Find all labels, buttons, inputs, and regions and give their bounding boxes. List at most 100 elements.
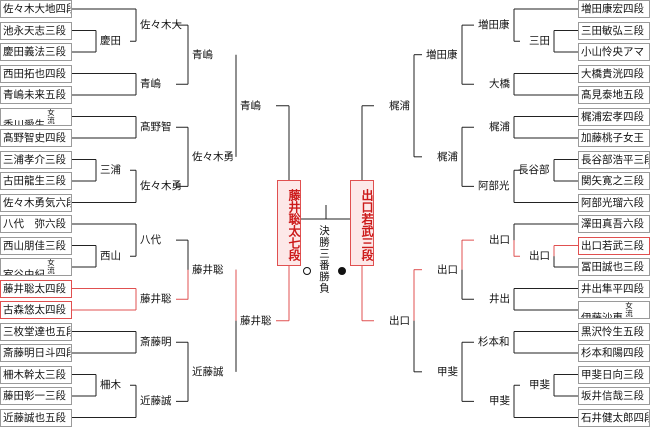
- left-player-entry: 池永天志三段: [0, 21, 72, 40]
- left-r1-winner: 西山: [100, 250, 121, 263]
- left-player-entry: 柵木幹太三段: [0, 365, 72, 384]
- player-name: 慶田義法三段: [3, 46, 66, 58]
- left-player-entry: 西山朋佳三段: [0, 236, 72, 255]
- left-r2-winner: 佐々木大: [140, 19, 182, 32]
- right-r3-winner: 甲斐: [437, 365, 458, 378]
- player-name: 三田敏弘三段: [581, 24, 644, 37]
- left-player-entry: 髙野智史四段: [0, 129, 72, 147]
- right-player-entry: 大橋貴洸四段: [578, 64, 650, 83]
- left-r3-winner: 佐々木勇: [192, 150, 234, 163]
- right-r1-winner: 出口: [529, 250, 550, 263]
- player-name: 室谷由紀: [3, 269, 45, 276]
- left-r2-winner: 佐々木勇: [140, 180, 182, 193]
- right-player-entry: 小山怜央アマ: [578, 43, 650, 61]
- left-player-entry: 近藤誠也五段: [0, 408, 72, 427]
- right-player-entry: 長谷部浩平三段: [578, 150, 650, 169]
- right-r1-winner: 長谷部: [518, 164, 550, 177]
- left-r2-winner: 八代: [140, 234, 161, 247]
- left-r2-winner: 近藤誠: [140, 395, 172, 408]
- right-player-entry: 甲斐日向三段: [578, 365, 650, 384]
- right-player-entry: 阿部光瑠六段: [578, 193, 650, 212]
- right-r2-winner: 甲斐: [489, 395, 510, 408]
- right-r2-winner: 増田康: [478, 19, 510, 32]
- right-player-entry: 髙見泰地五段: [578, 86, 650, 104]
- right-r2-winner: 阿部光: [478, 180, 510, 193]
- left-finalist-loss-marker: [303, 267, 311, 275]
- player-name: 池永天志三段: [3, 24, 66, 37]
- left-player-entry: 青嶋未来五段: [0, 86, 72, 104]
- right-player-entry: 関矢寛之三段: [578, 172, 650, 190]
- player-name: 古田龍生三段: [3, 175, 66, 187]
- final-match-label: 決勝三番勝負: [318, 225, 330, 294]
- left-r1-winner: 柵木: [100, 379, 121, 392]
- player-name: 大橋貴洸四段: [581, 67, 644, 80]
- player-name: 近藤誠也五段: [3, 411, 66, 424]
- left-player-entry: 慶田義法三段: [0, 43, 72, 61]
- player-name: 古森悠太四段: [3, 304, 66, 316]
- left-r3-winner: 青嶋: [192, 48, 213, 61]
- player-name: 梶浦宏孝四段: [581, 110, 644, 123]
- player-title-tag: 女流三段: [47, 107, 55, 125]
- player-name: 西田拓也四段: [3, 67, 66, 80]
- left-player-entry: 古森悠太四段: [0, 301, 72, 319]
- right-r2-winner: 出口: [489, 234, 510, 247]
- right-r4-winner: 梶浦: [389, 99, 410, 112]
- left-player-entry: 藤田彰一三段: [0, 387, 72, 405]
- player-name: 佐々木大地四段: [3, 3, 72, 15]
- left-r4-winner: 藤井聡: [240, 314, 272, 327]
- player-name: 石井健太郎四段: [581, 411, 650, 424]
- player-name: 杉本和陽四段: [581, 347, 644, 359]
- left-r2-winner: 藤井聡: [140, 293, 172, 306]
- left-player-entry: 斎藤明日斗四段: [0, 344, 72, 362]
- right-player-entry: 井出隼平四段: [578, 279, 650, 298]
- player-name: 髙野智史四段: [3, 132, 66, 144]
- right-r4-winner: 出口: [389, 314, 410, 327]
- player-name: 冨田誠也三段: [581, 261, 644, 273]
- right-player-entry: 三田敏弘三段: [578, 21, 650, 40]
- right-player-entry: 加藤桃子女王: [578, 129, 650, 147]
- left-r3-winner: 藤井聡: [192, 263, 224, 276]
- left-player-entry: 三浦孝介三段: [0, 150, 72, 169]
- left-r2-winner: 青嶋: [140, 78, 161, 91]
- right-r3-winner: 増田康: [426, 48, 458, 61]
- left-player-entry: 佐々木大地四段: [0, 0, 72, 18]
- player-name: 柵木幹太三段: [3, 368, 66, 381]
- player-name: 香川愛生: [3, 118, 45, 126]
- left-r4-winner: 青嶋: [240, 99, 261, 112]
- player-name: 斎藤明日斗四段: [3, 347, 72, 359]
- right-r3-winner: 梶浦: [437, 150, 458, 163]
- right-player-entry: 梶浦宏孝四段: [578, 107, 650, 126]
- player-name: 阿部光瑠六段: [581, 196, 644, 209]
- player-name: 増田康宏四段: [581, 3, 644, 15]
- player-name: 三浦孝介三段: [3, 153, 66, 166]
- player-name: 八代 弥六段: [3, 218, 66, 230]
- left-r1-winner: 三浦: [100, 164, 121, 177]
- player-name: 長谷部浩平三段: [581, 153, 650, 166]
- left-r1-winner: 慶田: [100, 35, 121, 48]
- right-r1-winner: 甲斐: [529, 379, 550, 392]
- right-player-entry: 伊藤沙恵女流二段: [578, 301, 650, 319]
- left-player-entry: 室谷由紀女流三段: [0, 258, 72, 276]
- left-player-entry: 西田拓也四段: [0, 64, 72, 83]
- player-name: 黒沢怜生五段: [581, 325, 644, 338]
- player-name: 関矢寛之三段: [581, 175, 644, 187]
- right-player-entry: 黒沢怜生五段: [578, 322, 650, 341]
- left-r2-winner: 斎藤明: [140, 336, 172, 349]
- right-r2-winner: 井出: [489, 293, 510, 306]
- player-name: 坂井信哉三段: [581, 390, 644, 402]
- player-title-tag: 女流三段: [47, 258, 55, 275]
- right-player-entry: 坂井信哉三段: [578, 387, 650, 405]
- right-r2-winner: 杉本和: [478, 336, 510, 349]
- left-player-entry: 香川愛生女流三段: [0, 107, 72, 126]
- right-player-entry: 出口若武三段: [578, 236, 650, 255]
- player-name: 三枚堂達也五段: [3, 325, 72, 338]
- right-player-entry: 杉本和陽四段: [578, 344, 650, 362]
- left-player-entry: 古田龍生三段: [0, 172, 72, 190]
- player-name: 甲斐日向三段: [581, 368, 644, 381]
- right-r1-winner: 三田: [529, 35, 550, 48]
- right-finalist-box: 出口若武三段: [350, 180, 374, 266]
- player-name: 西山朋佳三段: [3, 239, 66, 252]
- player-name: 佐々木勇気六段: [3, 196, 72, 209]
- right-player-entry: 澤田真吾六段: [578, 215, 650, 233]
